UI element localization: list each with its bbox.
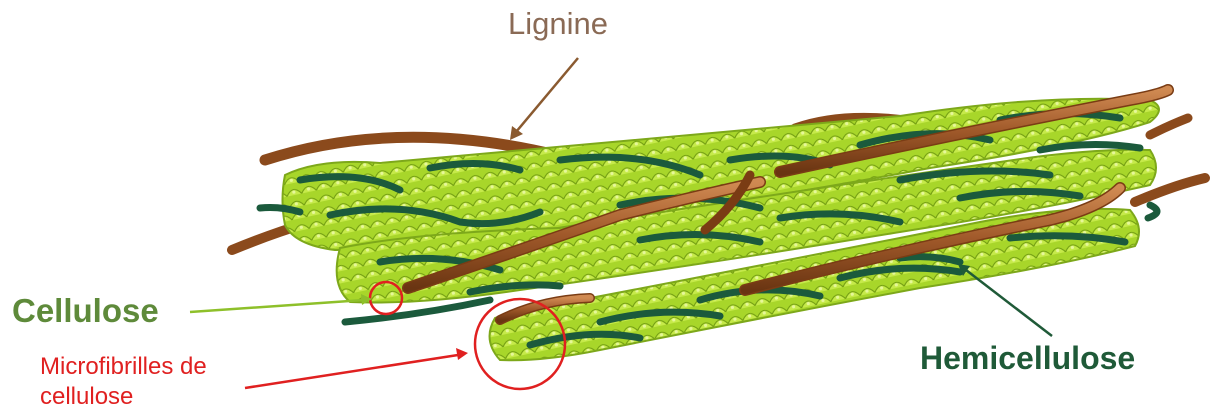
microfibrilles-label-line2: cellulose xyxy=(40,382,207,412)
cellulose-label: Cellulose xyxy=(12,292,159,330)
lignine-label: Lignine xyxy=(508,6,608,42)
hemicellulose-label: Hemicellulose xyxy=(920,340,1135,377)
microfibrilles-label-line1: Microfibrilles de xyxy=(40,352,207,382)
microfibrilles-label: Microfibrilles de cellulose xyxy=(40,352,207,412)
